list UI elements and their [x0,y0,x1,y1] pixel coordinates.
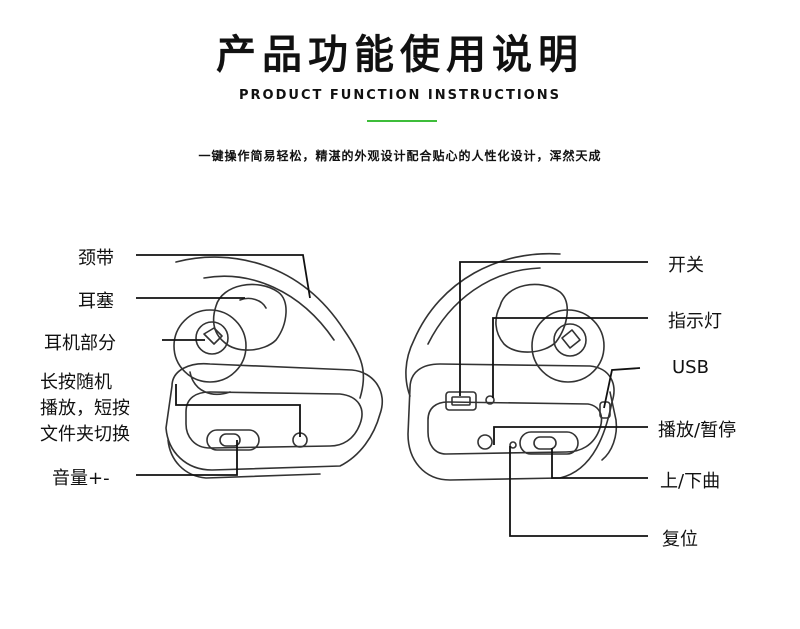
accent-divider [367,120,437,122]
tagline: 一键操作简易轻松，精湛的外观设计配合贴心的人性化设计，浑然天成 [198,149,602,163]
leader-power [459,261,648,396]
label-long-press-line2: 播放，短按 [40,398,130,419]
label-long-press-line3: 文件夹切换 [40,424,130,445]
label-earphone-part: 耳机部分 [44,333,116,354]
leader-indicator [492,317,648,398]
label-usb: USB [672,357,709,378]
leader-play-pause [493,426,648,445]
label-power: 开关 [668,255,704,276]
leader-track [551,448,648,479]
leader-usb [603,367,641,409]
leader-volume [136,440,238,476]
label-neckband: 颈带 [78,248,114,269]
leader-neckband [136,254,311,299]
label-volume: 音量+- [52,468,110,489]
label-eartip: 耳塞 [78,291,114,312]
label-long-press-line1: 长按随机 [40,372,112,393]
right-earphone [405,252,618,481]
leader-reset [509,446,648,537]
label-reset: 复位 [662,529,698,550]
leader-long-press [175,384,301,437]
page-title: 产品功能使用说明 [216,32,584,78]
label-play-pause: 播放/暂停 [658,420,737,441]
label-track: 上/下曲 [660,471,721,492]
left-earphone [165,256,384,479]
page-subtitle: PRODUCT FUNCTION INSTRUCTIONS [239,88,561,103]
label-indicator: 指示灯 [668,311,722,332]
label-long-press: 长按随机 播放，短按 文件夹切换 [40,370,130,448]
